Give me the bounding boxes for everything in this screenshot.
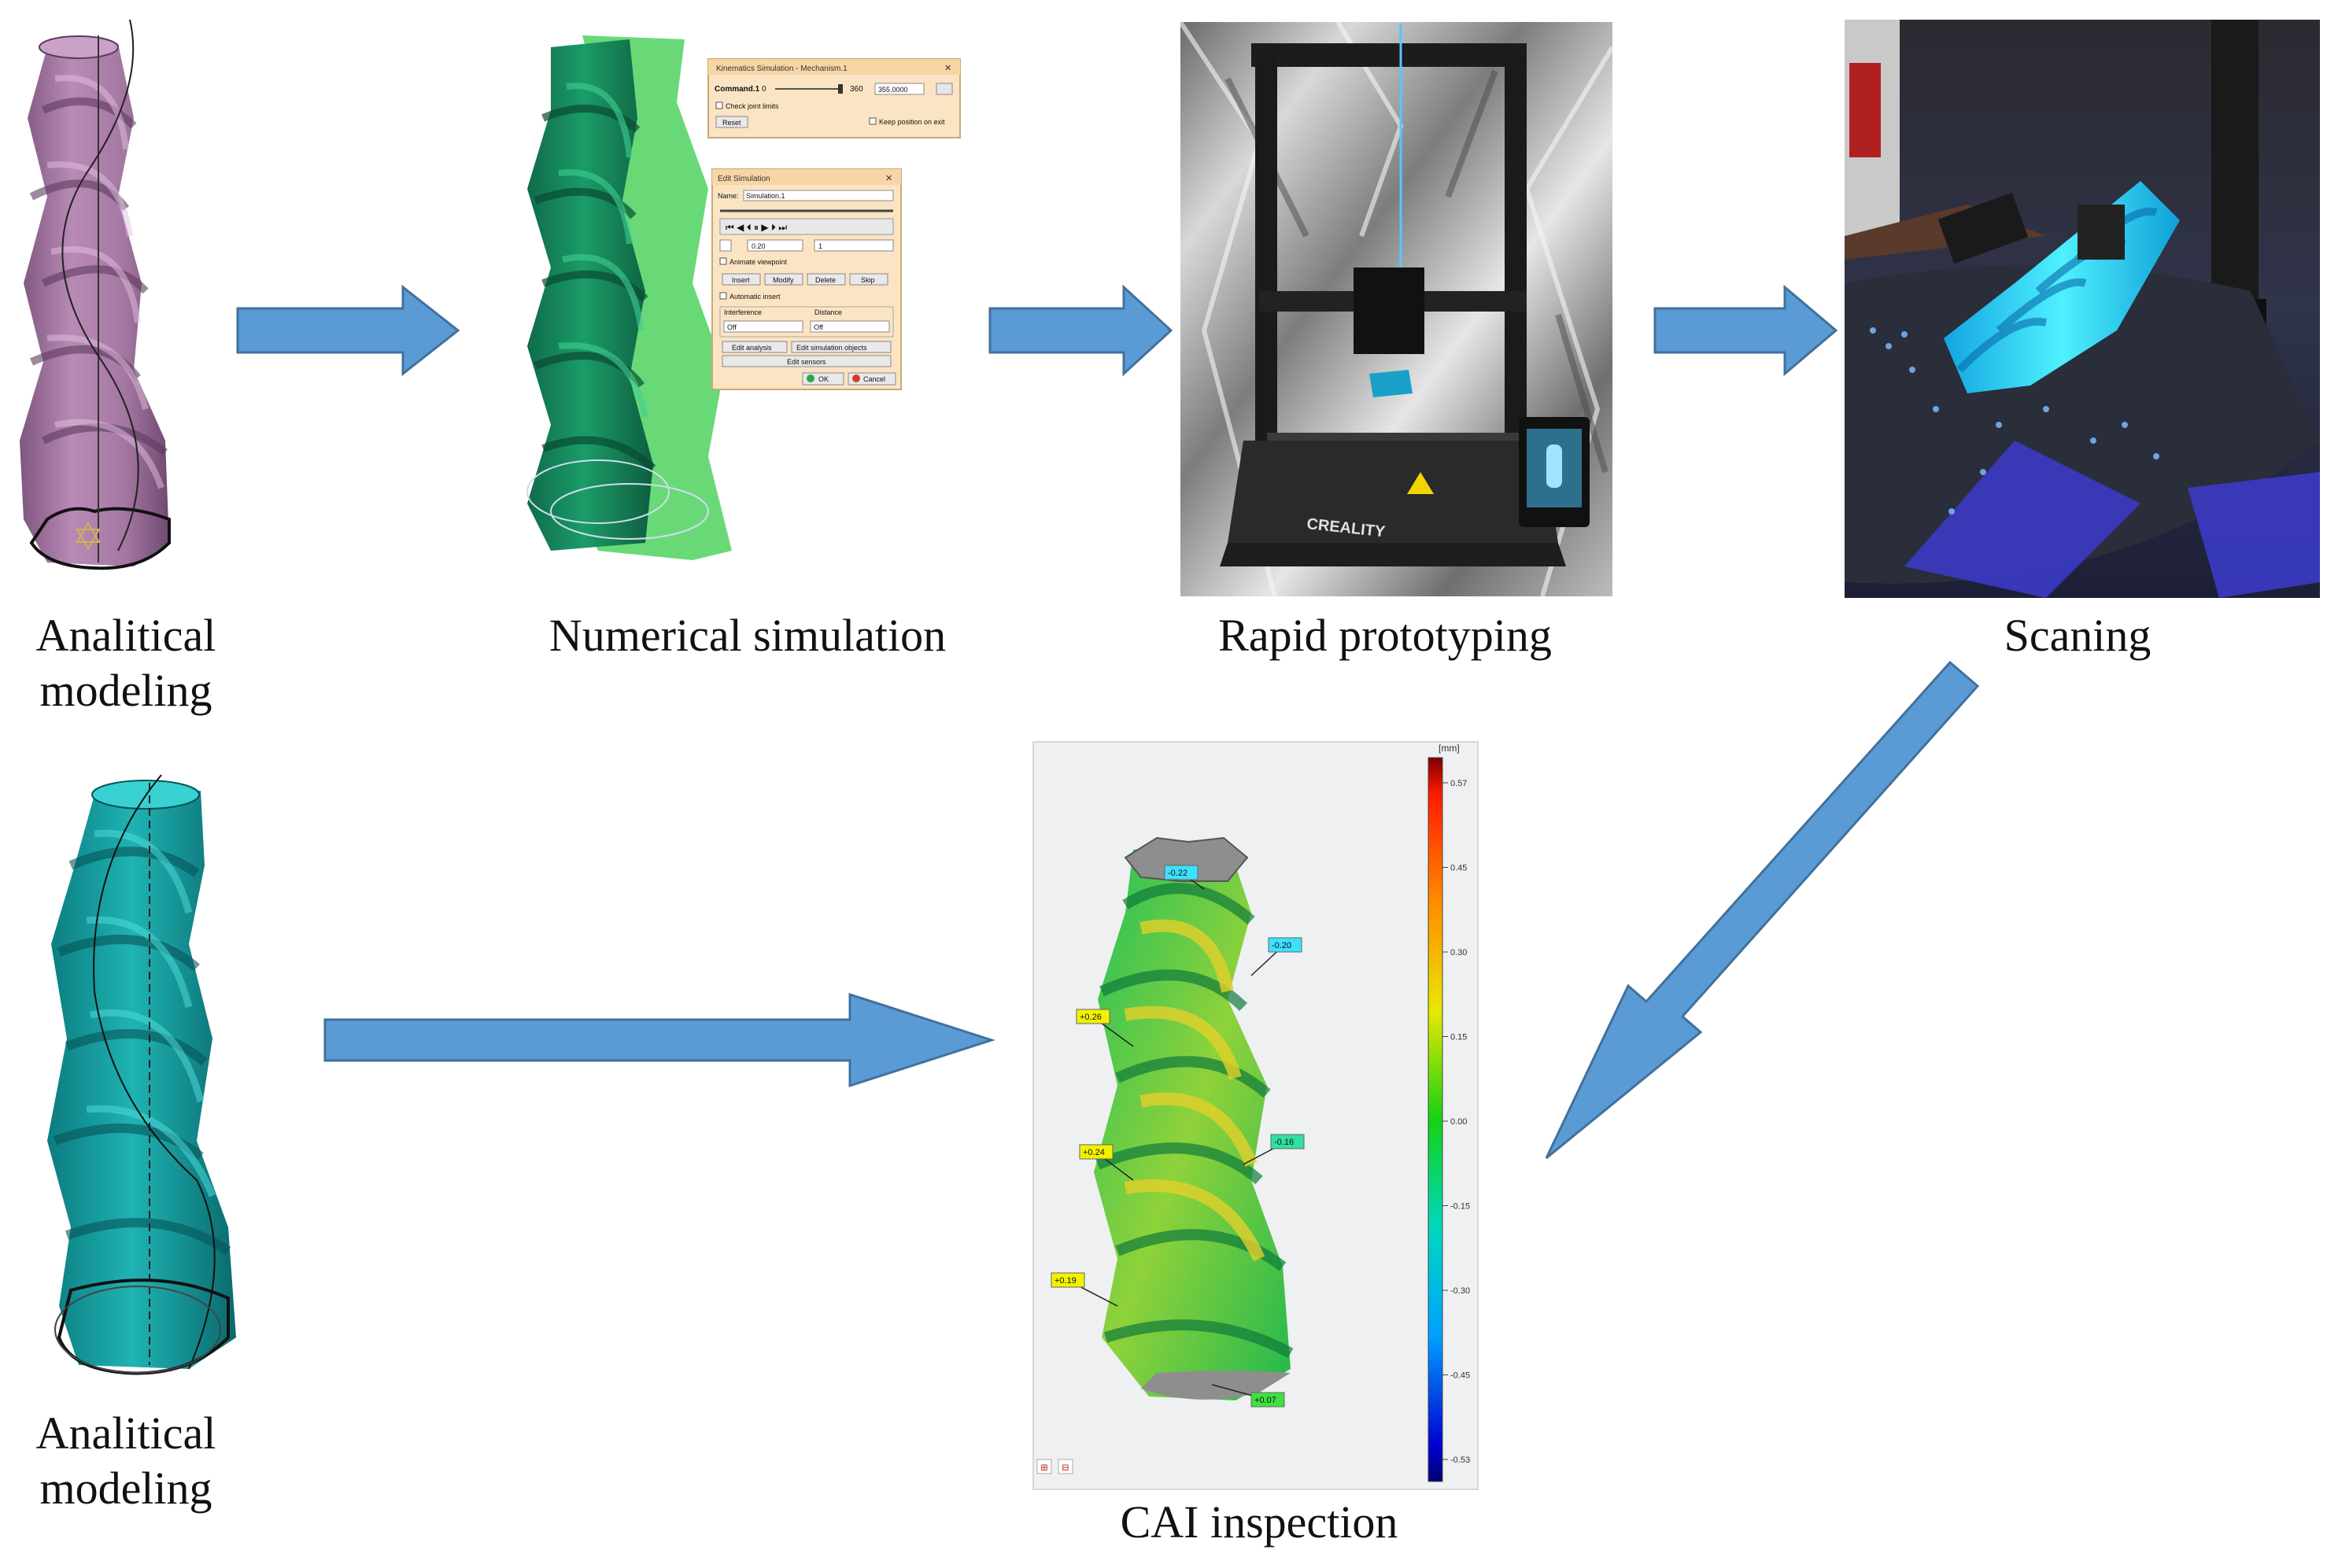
flow-arrows xyxy=(236,284,1980,1160)
step-value: 0.20 xyxy=(752,242,766,250)
colorbar-tick-label: 0.57 xyxy=(1450,779,1467,788)
edit-simulation-objects-button: Edit simulation objects xyxy=(796,344,867,352)
colorbar-ticks: 0.57 0.45 0.30 0.15 0.00 -0.15 -0.30 -0.45 -0.53 xyxy=(1442,779,1470,1465)
close-icon: ✕ xyxy=(885,174,892,183)
deviation-callouts: -0.22 -0.20 +0.26 +0.24 -0.16 +0.19 +0.07 xyxy=(1051,865,1305,1408)
cai-inspection-image: [mm] 0.57 0.45 0.30 0.15 0.00 -0.15 -0.30 -0.45… xyxy=(1032,741,1479,1490)
callout-box xyxy=(1079,1144,1114,1160)
toolbar-icon: ⊟ xyxy=(1062,1462,1069,1473)
automatic-insert-label: Automatic insert xyxy=(729,293,781,301)
reset-button: Reset xyxy=(722,119,741,127)
name-label: Name: xyxy=(718,192,739,200)
colorbar-unit: [mm] xyxy=(1439,743,1460,754)
purple-screw-model-image xyxy=(20,19,171,570)
modify-button: Modify xyxy=(773,276,794,284)
colorbar-tick-label: -0.30 xyxy=(1450,1286,1470,1296)
dialog-title-2: Edit Simulation xyxy=(718,175,770,183)
interference-label: Interference xyxy=(724,308,762,316)
close-icon: ✕ xyxy=(944,64,951,73)
svg-text:⏮ ◀ ⏴ ⏸ ▶ ⏵ ⏭: ⏮ ◀ ⏴ ⏸ ▶ ⏵ ⏭ xyxy=(726,222,787,233)
command-max: 360 xyxy=(850,85,863,94)
delete-button: Delete xyxy=(815,276,836,284)
label-line: modeling xyxy=(39,665,212,716)
name-value: Simulation.1 xyxy=(746,192,785,200)
label-rapid-prototyping: Rapid prototyping xyxy=(1218,610,1552,661)
callout-box xyxy=(1076,1009,1110,1024)
label-line: modeling xyxy=(39,1463,212,1514)
callout-box xyxy=(1051,1272,1085,1288)
callout-box xyxy=(1164,865,1199,880)
3d-printer-photo: CREALITY xyxy=(1178,20,1615,597)
step-count: 1 xyxy=(818,242,822,250)
colorbar-tick-label: -0.45 xyxy=(1450,1371,1470,1381)
check-joint-limits-label: Check joint limits xyxy=(726,102,779,110)
insert-button: Insert xyxy=(732,276,750,284)
ok-icon xyxy=(807,374,814,382)
toolbar-icon: ⊞ xyxy=(1040,1462,1048,1473)
skip-button: Skip xyxy=(861,276,875,284)
teal-screw-model-image xyxy=(47,774,236,1375)
label-line: Analitical xyxy=(35,1408,216,1459)
arrow-model-to-inspection xyxy=(323,992,995,1088)
callout-value: +0.26 xyxy=(1080,1013,1102,1022)
label-analytical-modeling-bottom: Analitical modeling xyxy=(8,1406,244,1516)
callout-value: -0.16 xyxy=(1274,1138,1294,1147)
edit-sensors-button: Edit sensors xyxy=(787,358,826,366)
colorbar-tick-label: 0.15 xyxy=(1450,1033,1467,1042)
callout-value: -0.20 xyxy=(1272,941,1291,950)
command-value: 355.0000 xyxy=(878,86,908,94)
callout-value: +0.19 xyxy=(1055,1276,1077,1286)
interference-value: Off xyxy=(727,323,737,331)
label-scanning: Scaning xyxy=(2004,610,2151,661)
callout-value: +0.24 xyxy=(1083,1148,1105,1157)
edit-analysis-button: Edit analysis xyxy=(732,344,772,352)
arrow-prototyping-to-scanning xyxy=(1653,284,1838,377)
green-simulation-image xyxy=(526,35,732,560)
ok-button: OK xyxy=(818,375,829,383)
colorbar-tick-label: -0.53 xyxy=(1450,1455,1470,1465)
keyframe-buttons: Insert Modify Delete Skip xyxy=(722,273,888,286)
playback-controls: ⏮ ◀ ⏴ ⏸ ▶ ⏵ ⏭ xyxy=(719,218,894,235)
dialog-title-1: Kinematics Simulation - Mechanism.1 xyxy=(716,65,848,73)
cancel-icon xyxy=(852,374,860,382)
animate-viewpoint-label: Animate viewpoint xyxy=(729,258,788,266)
callout-value: +0.07 xyxy=(1254,1396,1276,1405)
callout-value: -0.22 xyxy=(1168,869,1187,878)
callout-box xyxy=(1268,937,1302,953)
arrow-simulation-to-prototyping xyxy=(988,284,1173,377)
colorbar-tick-label: 0.00 xyxy=(1450,1117,1467,1127)
label-line: Analitical xyxy=(35,610,216,661)
arrow-modeling-to-simulation xyxy=(236,284,460,377)
colorbar-tick-label: 0.45 xyxy=(1450,864,1467,873)
callout-box xyxy=(1270,1134,1305,1149)
kinematics-simulation-dialog: Kinematics Simulation - Mechanism.1 ✕ Co… xyxy=(707,58,961,138)
colorbar-tick-label: 0.30 xyxy=(1450,948,1467,957)
scanning-photo xyxy=(1845,20,2320,598)
keep-position-label: Keep position on exit xyxy=(879,118,945,126)
edit-simulation-dialog: Edit Simulation ✕ Name: Simulation.1 ⏮ ◀… xyxy=(711,168,902,390)
label-analytical-modeling-top: Analitical modeling xyxy=(8,608,244,718)
cancel-button: Cancel xyxy=(863,375,885,383)
colorbar-tick-label: -0.15 xyxy=(1450,1202,1470,1212)
arrow-scanning-to-inspection xyxy=(1545,660,1980,1160)
distance-value: Off xyxy=(814,323,823,331)
command-label: Command.1 xyxy=(715,85,760,94)
callout-box xyxy=(1250,1392,1285,1408)
label-cai-inspection: CAI inspection xyxy=(1120,1496,1398,1548)
distance-label: Distance xyxy=(814,308,842,316)
label-numerical-simulation: Numerical simulation xyxy=(548,610,947,661)
command-min: 0 xyxy=(762,85,766,94)
